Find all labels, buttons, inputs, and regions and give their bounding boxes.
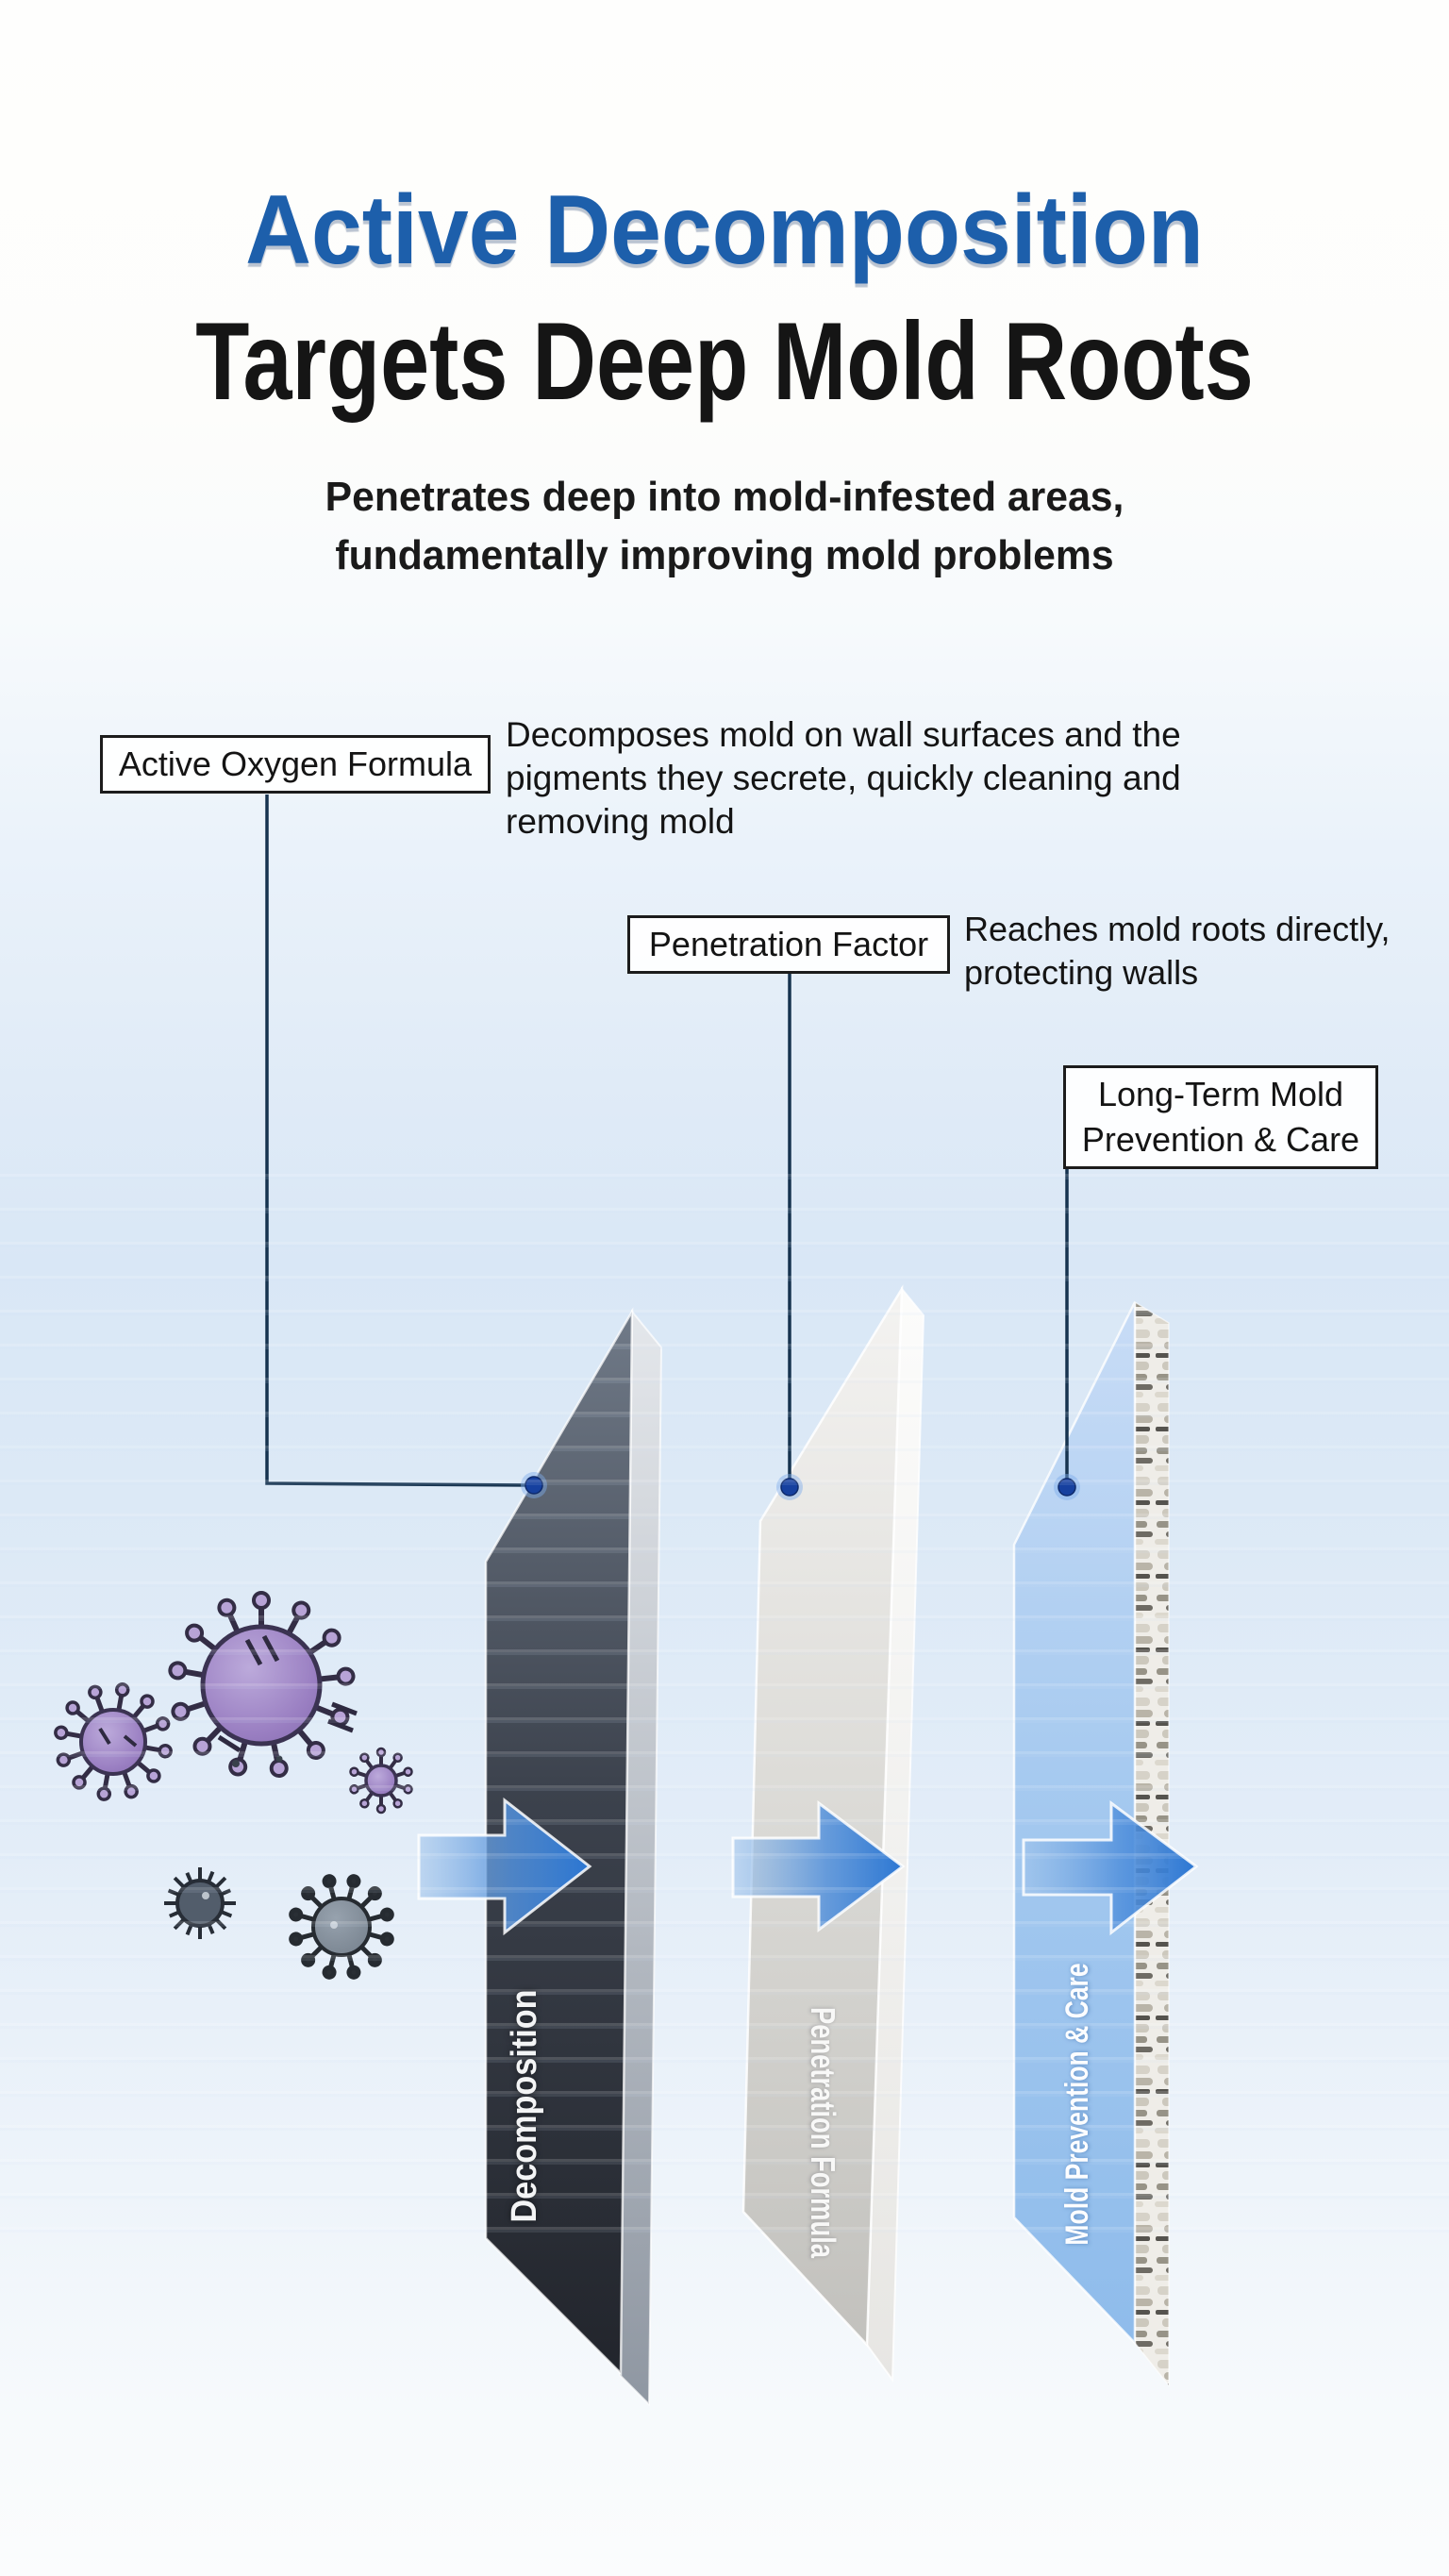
page-title-line2: Targets Deep Mold Roots [195, 299, 1254, 423]
description-line: Reaches mold roots directly, [964, 910, 1391, 948]
leader-dot-3 [1054, 1474, 1080, 1500]
callout-description-penetration-factor: Reaches mold roots directly, protecting … [964, 908, 1391, 995]
page-subtitle: Penetrates deep into mold-infested areas… [22, 468, 1427, 585]
mold-spore-gray-spiky-icon [289, 1874, 394, 1980]
subtitle-line1: Penetrates deep into mold-infested areas… [325, 474, 1124, 520]
flow-arrow-2 [731, 1799, 906, 1933]
callout-box-active-oxygen: Active Oxygen Formula [100, 735, 491, 794]
callout-label-line1: Long-Term Mold [1097, 1075, 1344, 1113]
callout-label: Active Oxygen Formula [118, 744, 473, 783]
mold-spore-gray-fuzzy-icon [164, 1867, 236, 1939]
mold-spore-purple-large-icon [168, 1591, 358, 1779]
description-line: protecting walls [964, 953, 1199, 992]
callout-description-active-oxygen: Decomposes mold on wall surfaces and the… [506, 713, 1181, 844]
leader-dot-1 [521, 1472, 547, 1498]
mold-spore-purple-medium-icon [54, 1682, 173, 1801]
flow-arrow-3 [1022, 1800, 1199, 1936]
mold-speck-icon [275, 1755, 283, 1763]
callout-box-long-term-prevention: Long-Term Mold Prevention & Care [1063, 1065, 1378, 1169]
description-line: Decomposes mold on wall surfaces and the [506, 715, 1181, 754]
mold-spore-purple-small-icon [349, 1747, 413, 1815]
callout-box-penetration-factor: Penetration Factor [627, 915, 950, 974]
flow-arrow-1 [417, 1797, 592, 1936]
subtitle-line2: fundamentally improving mold problems [335, 532, 1114, 578]
page-title-line1: Active Decomposition [245, 176, 1204, 285]
callout-label: Penetration Factor [648, 925, 929, 963]
description-line: removing mold [506, 802, 735, 841]
leader-dot-2 [776, 1474, 803, 1500]
description-line: pigments they secrete, quickly cleaning … [506, 759, 1181, 797]
callout-label-line2: Prevention & Care [1081, 1120, 1360, 1159]
leader-lines [265, 795, 1069, 1487]
mold-speck-icon [232, 1760, 240, 1767]
